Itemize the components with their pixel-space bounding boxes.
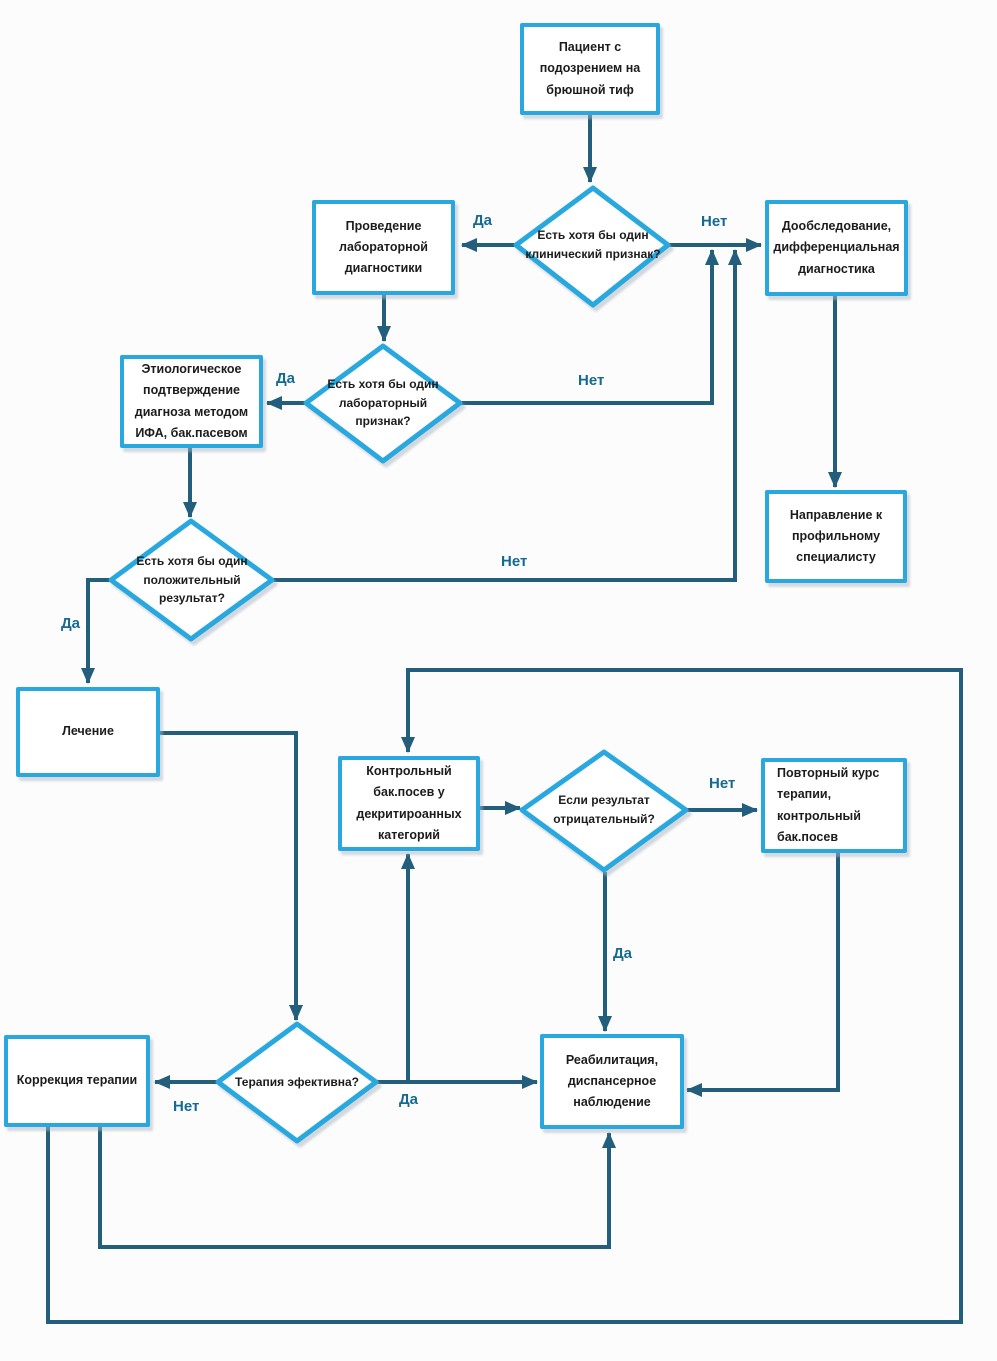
edge-label-negative-no: Нет	[709, 775, 736, 792]
edge-repeat-loop-to-rehab	[686, 853, 840, 1097]
edge-label-effective-no: Нет	[173, 1098, 200, 1115]
node-correction: Коррекция терапии	[4, 1035, 150, 1127]
decision-positive-result-label: Есть хотя бы один положительный результа…	[136, 554, 248, 606]
node-treatment: Лечение	[16, 687, 160, 777]
edge-treatment-to-effective	[158, 731, 303, 1021]
node-repeat-course: Повторный курс терапии, контрольный бак.…	[761, 758, 907, 853]
edge-label-negative-yes: Да	[613, 945, 633, 962]
node-reexamination: Дообследование, дифференциальная диагнос…	[765, 200, 908, 296]
edge-label-lab-yes: Да	[276, 370, 296, 387]
decision-therapy-effective-label: Терапия эфективна?	[235, 1074, 359, 1089]
decision-therapy-effective-shape	[215, 1021, 379, 1144]
edge-positive-yes-to-treatment	[81, 578, 112, 684]
edge-label-effective-yes: Да	[399, 1091, 419, 1108]
decision-clinical-sign-label: Есть хотя бы один клинический признак?	[525, 228, 661, 261]
decision-lab-sign-shape	[303, 343, 463, 464]
edge-positive-no-up	[272, 249, 742, 582]
node-rehabilitation: Реабилитация, диспансерное наблюдение	[540, 1034, 684, 1129]
decision-clinical-sign-shape	[513, 185, 671, 308]
node-lab-diagnostics: Проведение лабораторной диагностики	[312, 200, 455, 295]
edge-label-clinical-no: Нет	[701, 213, 728, 230]
edge-label-clinical-yes: Да	[473, 212, 493, 229]
decision-lab-sign-label: Есть хотя бы один лабораторный признак?	[327, 377, 439, 429]
decision-positive-result-shape	[108, 518, 275, 642]
edge-label-lab-no: Нет	[578, 372, 605, 389]
node-control-culture: Контрольный бак.посев у декритироанных к…	[338, 756, 480, 851]
edge-labsign-no-up	[458, 249, 719, 405]
edge-label-positive-no: Нет	[501, 553, 528, 570]
decision-negative-result-label: Если результат отрицательный?	[553, 793, 655, 826]
edge-label-positive-yes: Да	[61, 615, 81, 632]
edge-correction-loop-to-rehab-bottom	[98, 1125, 616, 1249]
node-patient: Пациент с подозрением на брюшной тиф	[520, 23, 660, 115]
edge-correction-outer-loop-to-control	[46, 668, 963, 1324]
decision-negative-result-shape	[519, 749, 689, 873]
node-etiological-confirmation: Этиологическое подтверждение диагноза ме…	[120, 355, 263, 448]
node-referral-specialist: Направление к профильному специалисту	[765, 490, 907, 583]
